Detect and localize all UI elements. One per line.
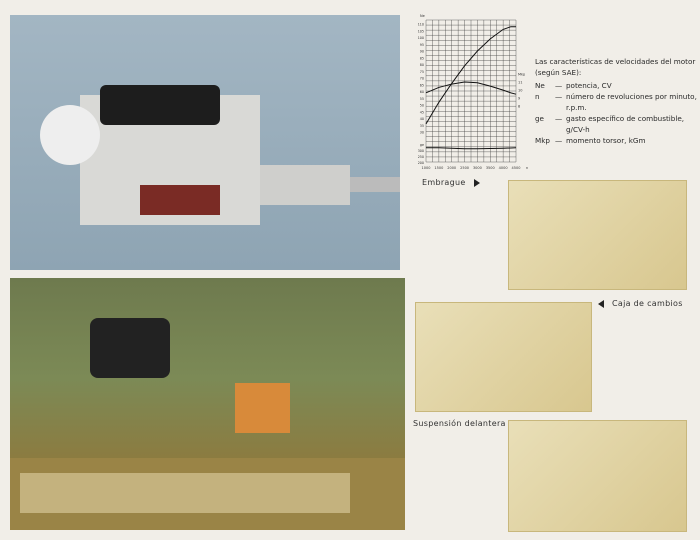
clutch-caption-text: Embrague: [422, 178, 466, 187]
clutch-illustration: [508, 180, 687, 290]
arrow-left-icon: [598, 299, 604, 308]
y-tick-label: 60: [420, 90, 424, 94]
legend-text: potencia, CV: [566, 81, 612, 90]
y-tick-label: 75: [420, 70, 424, 74]
legend-symbol: Ne: [535, 81, 545, 90]
ge-tick-label: 200: [418, 161, 424, 165]
right-axis-label: 8: [518, 104, 520, 108]
x-tick-label: 3000: [473, 166, 482, 170]
clutch-caption: Embrague: [422, 178, 480, 187]
y-tick-label: 35: [420, 124, 424, 128]
right-axis-label: 11: [518, 80, 522, 84]
right-axis-label: Mkp: [518, 72, 526, 76]
y-tick-label: 45: [420, 110, 424, 114]
legend-dash: —: [555, 81, 563, 90]
legend-dash: —: [555, 136, 563, 145]
y-tick-label: 50: [420, 104, 424, 108]
y-tick-label: 85: [420, 56, 424, 60]
y-tick-label: 65: [420, 83, 424, 87]
legend-text: momento torsor, kGm: [566, 136, 646, 145]
y-tick-label: 30: [420, 131, 424, 135]
legend-symbol: ge: [535, 114, 544, 123]
x-tick-label: 3500: [486, 166, 495, 170]
ge-tick-label: 250: [418, 155, 424, 159]
legend-item: Mkp —momento torsor, kGm: [535, 135, 697, 146]
x-tick-label: 2000: [447, 166, 456, 170]
y-tick-label: 55: [420, 97, 424, 101]
y-tick-label: 95: [420, 43, 424, 47]
legend-item: Ne —potencia, CV: [535, 80, 697, 91]
engine-bay-photo: [10, 278, 405, 530]
legend-text: número de revoluciones por minuto, r.p.m…: [566, 92, 697, 112]
front-suspension-illustration: [508, 420, 687, 532]
engine-photo: [10, 15, 400, 270]
suspension-caption: Suspensión delantera: [413, 419, 520, 428]
x-tick-label: 2500: [460, 166, 469, 170]
y-tick-label: 80: [420, 63, 424, 67]
legend-dash: —: [555, 114, 563, 123]
chart-legend: Las características de velocidades del m…: [535, 56, 697, 146]
y-tick-label: 40: [420, 117, 424, 121]
legend-symbol: n: [535, 92, 540, 101]
x-tick-label: 4500: [512, 166, 521, 170]
legend-symbol: Mkp: [535, 136, 550, 145]
right-axis-label: 9: [518, 96, 520, 100]
ge-tick-label: ge: [420, 143, 424, 147]
y-tick-label: 70: [420, 77, 424, 81]
legend-title: Las características de velocidades del m…: [535, 57, 696, 77]
x-tick-label: 1500: [434, 166, 443, 170]
engine-bay-illustration: [10, 318, 405, 530]
x-axis-label: n: [526, 166, 528, 170]
series-line-mkp: [425, 81, 517, 95]
gearbox-caption: Caja de cambios: [598, 299, 683, 308]
arrow-right-icon: [473, 178, 480, 187]
y-tick-label: 90: [420, 50, 424, 54]
gearbox-illustration: [415, 302, 592, 412]
series-line-ne: [425, 26, 516, 125]
engine-illustration: [40, 85, 400, 225]
legend-dash: —: [555, 92, 563, 101]
legend-item: ge —gasto específico de combustible, g/CV…: [535, 113, 697, 135]
y-tick-label: 105: [418, 29, 424, 33]
right-axis-label: 10: [518, 88, 522, 92]
y-tick-label: 100: [418, 36, 424, 40]
y-tick-label: 110: [418, 23, 424, 27]
gearbox-caption-text: Caja de cambios: [612, 299, 683, 308]
x-tick-label: 1000: [422, 166, 431, 170]
series-line-ge: [426, 147, 517, 150]
x-tick-label: 4000: [499, 166, 508, 170]
suspension-caption-text: Suspensión delantera: [413, 419, 506, 428]
y-axis-label: Ne: [420, 14, 425, 18]
legend-text: gasto específico de combustible, g/CV-h: [566, 114, 685, 134]
legend-item: n —número de revoluciones por minuto, r.p…: [535, 91, 697, 113]
ge-tick-label: 300: [418, 149, 424, 153]
